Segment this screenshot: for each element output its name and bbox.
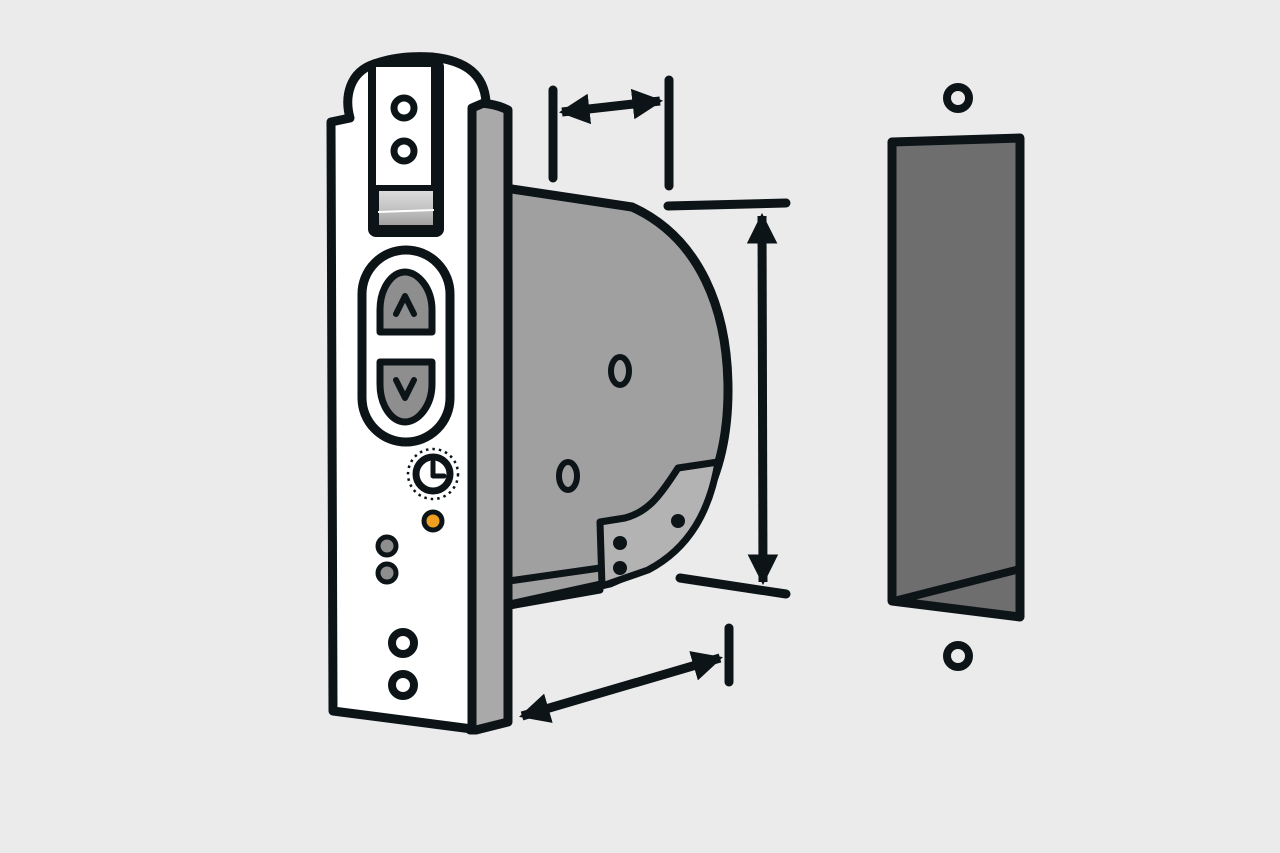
depth-dimension: [519, 623, 734, 723]
belt-guide-bracket: [596, 458, 722, 590]
double-arrow-diagonal-icon: [519, 651, 723, 723]
cover-plate-edge: [890, 565, 1024, 605]
front-face-plate: [326, 52, 491, 734]
extension-line: [675, 573, 791, 599]
belt-channel-line: [505, 564, 604, 585]
control-pad: [357, 245, 455, 447]
belt-channel-line: [505, 586, 604, 610]
cover-screw-hole: [943, 83, 973, 113]
cover-plate-body: [887, 133, 1025, 622]
top-screw-block: [368, 58, 444, 237]
status-dot: [375, 534, 399, 558]
bracket-screw: [613, 536, 627, 550]
timer-button[interactable]: [406, 447, 460, 501]
width-dimension: [548, 75, 674, 191]
up-button[interactable]: [376, 268, 436, 336]
bracket-screw: [671, 514, 685, 528]
extension-line: [663, 198, 791, 211]
timer-indicator-light: [421, 509, 445, 533]
belt-slot: [373, 185, 439, 231]
cover-screw-hole: [943, 641, 973, 671]
screw-hole: [388, 628, 418, 658]
screw-hole: [390, 94, 418, 122]
status-dot: [375, 561, 399, 585]
clock-icon: [430, 459, 447, 479]
screw-hole: [390, 137, 418, 165]
chevron-up-icon: [393, 293, 417, 317]
cover-plate: [887, 83, 1025, 671]
screw-hole: [388, 670, 418, 700]
down-button[interactable]: [376, 358, 436, 426]
chevron-down-icon: [393, 377, 417, 401]
mounting-hole: [556, 459, 580, 493]
mounting-hole: [608, 354, 632, 388]
bracket-screw: [613, 561, 627, 575]
height-dimension: [663, 198, 791, 599]
double-arrow-vertical-icon: [746, 212, 779, 586]
double-arrow-horizontal-icon: [558, 88, 664, 125]
